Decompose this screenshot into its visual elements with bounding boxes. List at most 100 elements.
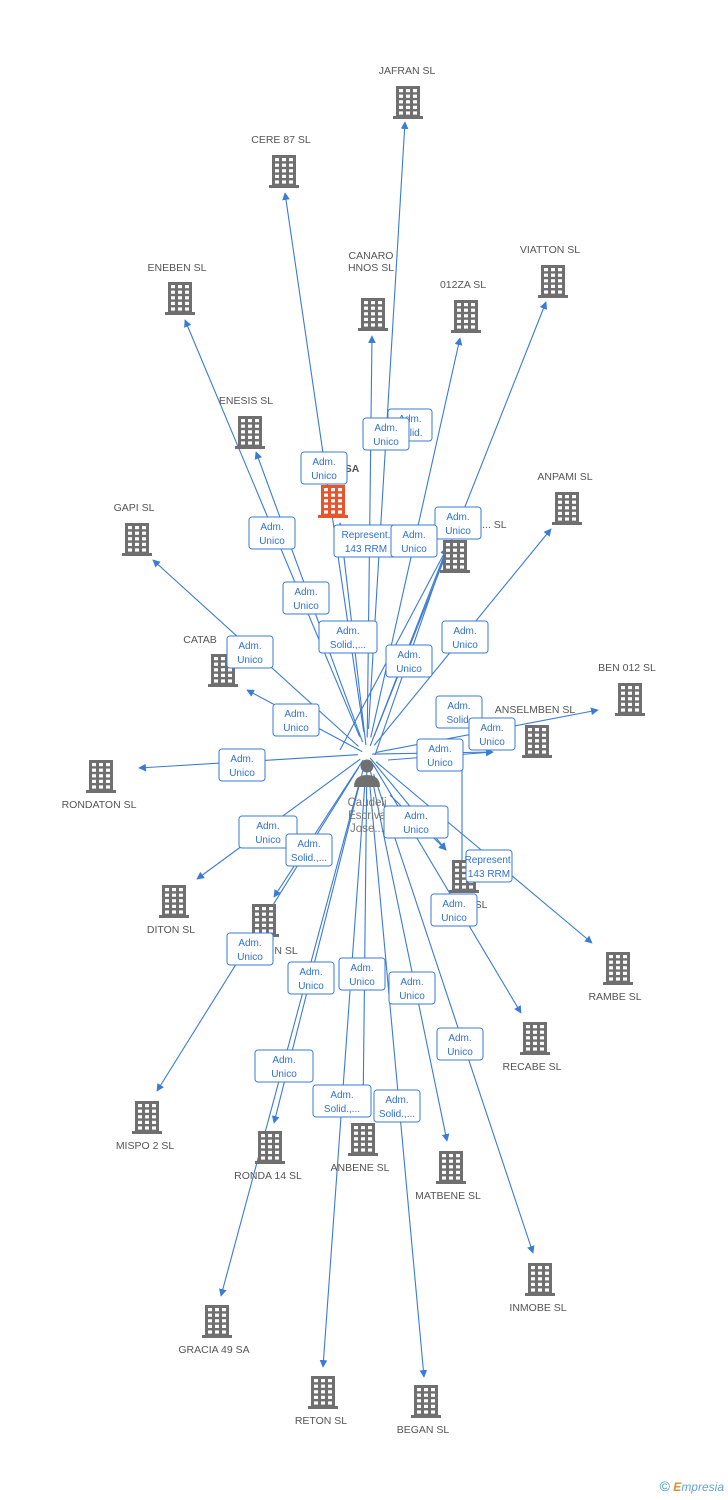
relation-text: Unico <box>349 977 375 988</box>
company-label: CANARO <box>349 250 394 262</box>
company-label: ANPAMI SL <box>537 471 592 483</box>
person-icon <box>354 759 380 787</box>
building-icon <box>255 1131 285 1164</box>
relation-label: Adm.Unico <box>385 644 433 678</box>
company-node-viatton[interactable]: VIATTON SL <box>520 244 580 298</box>
relation-text: Unico <box>298 981 324 992</box>
company-label: ANBENE SL <box>331 1162 390 1174</box>
relation-label: Adm. Unico <box>238 815 298 849</box>
building-icon <box>411 1385 441 1418</box>
building-icon <box>269 155 299 188</box>
company-node-012za[interactable]: 012ZA SL <box>440 279 486 333</box>
company-node-gracia49[interactable]: GRACIA 49 SA <box>178 1305 250 1356</box>
company-node-recabe[interactable]: RECABE SL <box>503 1022 562 1073</box>
company-label: CERE 87 SL <box>251 134 311 146</box>
relation-text: Adm. <box>256 821 279 832</box>
company-label: HNOS SL <box>348 262 394 274</box>
company-node-diton[interactable]: DITON SL <box>147 885 195 936</box>
center-person-node[interactable]: CaudeliEscrivaJose... <box>348 759 387 836</box>
company-node-sa[interactable]: SA <box>318 463 360 518</box>
building-icon <box>159 885 189 918</box>
company-node-rondaton[interactable]: RONDATON SL <box>62 760 137 811</box>
building-icon <box>525 1263 555 1296</box>
relation-label: Represent.143 RRM <box>465 849 514 883</box>
relation-text: Represent. <box>465 855 514 866</box>
building-icon <box>603 952 633 985</box>
company-node-matbene[interactable]: MATBENE SL <box>415 1151 481 1202</box>
relation-text: Unico <box>396 664 422 675</box>
relation-label: Adm.Unico <box>468 717 516 751</box>
relation-text: Adm. <box>230 754 253 765</box>
company-node-anbene[interactable]: ANBENE SL <box>331 1123 390 1174</box>
relation-text: Unico <box>399 991 425 1002</box>
relation-text: Unico <box>229 768 255 779</box>
edge-inmobe <box>373 773 535 1254</box>
company-label: MATBENE SL <box>415 1190 481 1202</box>
copyright-icon: © <box>659 1478 670 1494</box>
relation-text: Adm. <box>272 1055 295 1066</box>
company-node-enesis[interactable]: ENESIS SL <box>219 395 273 449</box>
relation-text: Unico <box>403 825 429 836</box>
company-node-eneben[interactable]: ENEBEN SL <box>148 262 207 315</box>
building-icon <box>615 683 645 716</box>
company-node-inmobe[interactable]: INMOBE SL <box>509 1263 567 1314</box>
building-icon <box>202 1305 232 1338</box>
company-node-jafran[interactable]: JAFRAN SL <box>379 65 436 119</box>
company-node-anselmben[interactable]: ANSELMBEN SL <box>495 704 576 758</box>
company-label: MISPO 2 SL <box>116 1140 175 1152</box>
relation-label: Adm.Unico <box>338 957 386 991</box>
company-node-cere87[interactable]: CERE 87 SL <box>251 134 311 188</box>
relation-text: Adm. <box>330 1090 353 1101</box>
company-node-rambe[interactable]: RAMBE SL <box>588 952 642 1003</box>
relation-text: Adm. <box>238 938 261 949</box>
relation-text: Unico <box>293 601 319 612</box>
company-node-mispo2[interactable]: MISPO 2 SL <box>116 1101 175 1152</box>
person-name-line: Escriva <box>348 810 386 822</box>
building-icon <box>318 485 348 518</box>
company-label: RECABE SL <box>503 1061 562 1073</box>
relation-label: Adm.Unico <box>416 738 464 772</box>
relation-label: Adm.Solid.,... <box>318 620 378 654</box>
relation-text: Adm. <box>448 1033 471 1044</box>
relation-label: Adm.Unico <box>226 635 274 669</box>
person-name-line: Caudeli <box>348 797 387 809</box>
relation-text: Adm. <box>453 626 476 637</box>
relation-label: Adm. Unico <box>390 524 438 558</box>
company-node-began[interactable]: BEGAN SL <box>397 1385 450 1436</box>
relation-label: Adm.Unico <box>383 805 449 839</box>
company-node-gapi[interactable]: GAPI SL <box>114 502 155 556</box>
relation-label: Adm.Unico <box>434 506 482 540</box>
relation-text: Adm. <box>336 626 359 637</box>
relation-text: Unico <box>401 544 427 555</box>
company-label: ENESIS SL <box>219 395 273 407</box>
company-label: CATAB <box>183 634 216 646</box>
company-node-anpami[interactable]: ANPAMI SL <box>537 471 593 525</box>
company-node-unk_nsl[interactable]: N SL <box>249 904 298 957</box>
company-node-ben012[interactable]: BEN 012 SL <box>598 662 656 716</box>
relation-label: Adm.Unico <box>272 703 320 737</box>
relation-text: Adm. <box>400 977 423 988</box>
building-icon <box>440 540 470 573</box>
building-icon <box>86 760 116 793</box>
relation-text: Adm. <box>480 723 503 734</box>
relation-text: Unico <box>237 952 263 963</box>
company-node-ronda14[interactable]: RONDA 14 SL <box>234 1131 302 1182</box>
relation-label: Adm. Unico <box>388 971 436 1005</box>
relation-text: Unico <box>373 437 399 448</box>
relation-label: Represent.143 RRM <box>333 524 399 558</box>
relation-text: Unico <box>255 835 281 846</box>
empresia-logo-text: mpresia <box>681 1480 724 1494</box>
company-label: DITON SL <box>147 924 195 936</box>
relation-text: Adm. <box>402 530 425 541</box>
relation-label: Adm.Unico <box>287 961 335 995</box>
relation-text: Adm. <box>428 744 451 755</box>
company-node-reton[interactable]: RETON SL <box>295 1376 347 1427</box>
relation-text: Adm. <box>297 839 320 850</box>
relation-label: Adm.Solid.,... <box>312 1084 372 1118</box>
copyright-footer: © Empresia <box>660 1478 724 1494</box>
building-icon <box>235 416 265 449</box>
building-icon <box>358 298 388 331</box>
relation-text: Adm. <box>238 641 261 652</box>
